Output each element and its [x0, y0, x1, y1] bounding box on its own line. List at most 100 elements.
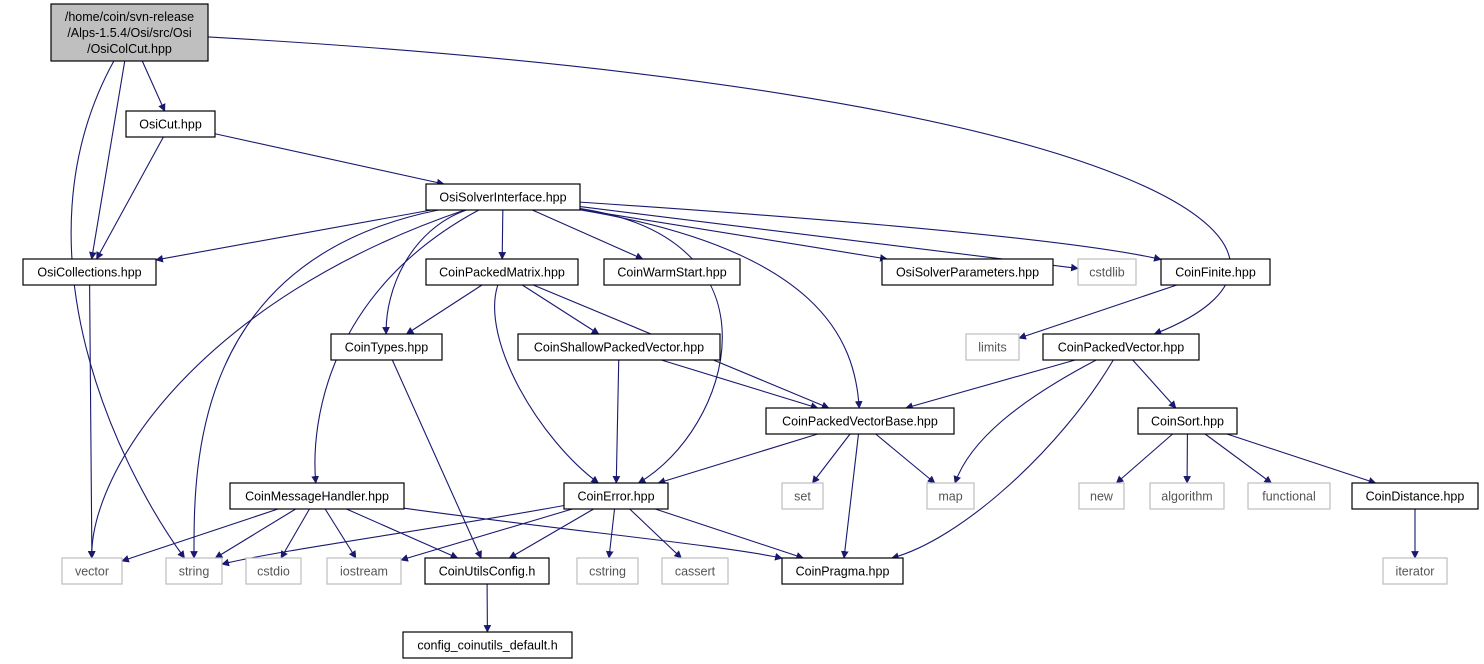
node-cstring: cstring [576, 557, 639, 585]
node-label: OsiSolverInterface.hpp [439, 191, 566, 205]
edge-coinmessagehandler-to-coinpragma [403, 507, 783, 561]
edge-coinmessagehandler-to-string [214, 508, 296, 559]
node-coinpackedvectorbase[interactable]: CoinPackedVectorBase.hpp [765, 407, 955, 435]
edge-coinsort-to-new [1115, 433, 1173, 484]
edge-line [508, 508, 594, 559]
edge-line [1018, 284, 1178, 340]
edge-cointypes-to-coinutilsconfig [391, 359, 482, 559]
node-box [965, 333, 1020, 361]
node-osicollections[interactable]: OsiCollections.hpp [22, 258, 157, 286]
edge-osisolverinterface-to-coinpackedvectorbase [579, 209, 863, 409]
edge-line [155, 209, 432, 263]
node-osisolverparameters[interactable]: OsiSolverParameters.hpp [881, 258, 1054, 286]
node-label: limits [978, 341, 1006, 355]
nodes-layer: /home/coin/svn-release/Alps-1.5.4/Osi/sr… [22, 3, 1479, 659]
edge-line [214, 133, 445, 187]
node-label: /home/coin/svn-release [65, 10, 194, 24]
node-coinutilsconfig[interactable]: CoinUtilsConfig.h [424, 557, 550, 585]
node-label: CoinDistance.hpp [1366, 490, 1465, 504]
node-functional: functional [1247, 482, 1331, 510]
node-coinpackedmatrix[interactable]: CoinPackedMatrix.hpp [425, 258, 579, 286]
edge-osicut-to-osicollections [96, 136, 164, 260]
node-box [563, 482, 669, 510]
edge-osicolcut-to-coinpackedvector [207, 36, 1232, 336]
node-label: map [938, 490, 962, 504]
node-coinerror[interactable]: CoinError.hpp [563, 482, 669, 510]
edge-osisolverinterface-to-coinfinite [579, 201, 1162, 262]
node-label: CoinFinite.hpp [1175, 266, 1256, 280]
edge-line [87, 284, 96, 559]
edge-coinpackedvectorbase-to-coinpragma [840, 433, 860, 559]
node-coinfinite[interactable]: CoinFinite.hpp [1160, 258, 1271, 286]
node-coinpragma[interactable]: CoinPragma.hpp [781, 557, 904, 585]
edge-line [605, 508, 616, 559]
node-box [781, 482, 824, 510]
edge-line [661, 359, 819, 410]
node-box [926, 482, 975, 510]
edge-osisolverinterface-to-string [190, 209, 439, 559]
edge-line [391, 359, 482, 559]
edge-line [400, 508, 573, 562]
node-label: CoinPackedMatrix.hpp [439, 266, 565, 280]
edge-line [1115, 433, 1173, 484]
edge-line [629, 508, 682, 559]
node-coindistance[interactable]: CoinDistance.hpp [1351, 482, 1479, 510]
node-label: OsiCut.hpp [139, 118, 202, 132]
node-coinsort[interactable]: CoinSort.hpp [1137, 407, 1238, 435]
edge-line [579, 208, 888, 262]
node-algorithm: algorithm [1149, 482, 1225, 510]
node-coinmessagehandler[interactable]: CoinMessageHandler.hpp [229, 482, 405, 510]
node-coinpackedvector[interactable]: CoinPackedVector.hpp [1042, 333, 1200, 361]
node-box [326, 557, 402, 585]
node-osicolcut[interactable]: /home/coin/svn-release/Alps-1.5.4/Osi/sr… [50, 3, 209, 62]
edge-coinsort-to-coindistance [1226, 433, 1377, 485]
edge-coinsort-to-functional [1204, 433, 1273, 484]
node-box [1382, 557, 1448, 585]
edge-line [1132, 359, 1177, 409]
edge-line [655, 508, 804, 560]
node-box [1042, 333, 1200, 361]
edge-osisolverinterface-to-coinpackedmatrix [498, 209, 507, 260]
node-label: OsiSolverParameters.hpp [896, 266, 1039, 280]
edge-line [207, 36, 1232, 336]
node-box [424, 557, 550, 585]
edge-line [382, 209, 467, 335]
edge-coinerror-to-coinpragma [655, 508, 804, 560]
node-cointypes[interactable]: CoinTypes.hpp [330, 333, 443, 361]
edge-coinpackedvectorbase-to-map [875, 433, 936, 484]
node-config-coinutils-default[interactable]: config_coinutils_default.h [402, 631, 573, 659]
edge-line [811, 433, 851, 484]
edge-coinpackedmatrix-to-coinerror [494, 284, 599, 484]
edge-line [612, 359, 621, 484]
edge-coinpackedvector-to-map [953, 359, 1097, 484]
edge-osisolverinterface-to-osicollections [155, 209, 432, 263]
node-new: new [1078, 482, 1125, 510]
edge-line [494, 284, 599, 484]
node-coinwarmstart[interactable]: CoinWarmStart.hpp [603, 258, 741, 286]
node-label: CoinSort.hpp [1151, 415, 1224, 429]
node-label: cstring [589, 565, 626, 579]
edge-coinerror-to-string [221, 504, 565, 567]
edge-coinmessagehandler-to-coinutilsconfig [346, 508, 459, 559]
node-coinshallowpackedvector[interactable]: CoinShallowPackedVector.hpp [517, 333, 721, 361]
node-box [165, 557, 223, 585]
edge-osisolverinterface-to-coinwarmstart [532, 209, 644, 260]
edge-line [121, 508, 279, 563]
node-osisolverinterface[interactable]: OsiSolverInterface.hpp [425, 183, 581, 211]
node-label: CoinPackedVectorBase.hpp [782, 415, 938, 429]
edge-line [532, 209, 644, 260]
node-label: CoinPragma.hpp [796, 565, 890, 579]
node-label: /OsiColCut.hpp [87, 42, 172, 56]
edge-coinpackedvector-to-coinpragma [891, 359, 1114, 560]
edge-osicollections-to-vector [87, 284, 96, 559]
edge-osisolverinterface-to-vector [87, 209, 465, 559]
edge-osisolverinterface-to-cstdlib [579, 206, 1079, 272]
node-label: cassert [675, 565, 716, 579]
edge-coinpackedvector-to-coinpackedvectorbase [905, 359, 1076, 410]
edge-coinpackedvector-to-coinsort [1132, 359, 1177, 409]
edge-osicolcut-to-osicollections [89, 60, 126, 260]
node-label: CoinError.hpp [577, 490, 654, 504]
node-box [1078, 482, 1125, 510]
node-osicut[interactable]: OsiCut.hpp [125, 110, 216, 138]
